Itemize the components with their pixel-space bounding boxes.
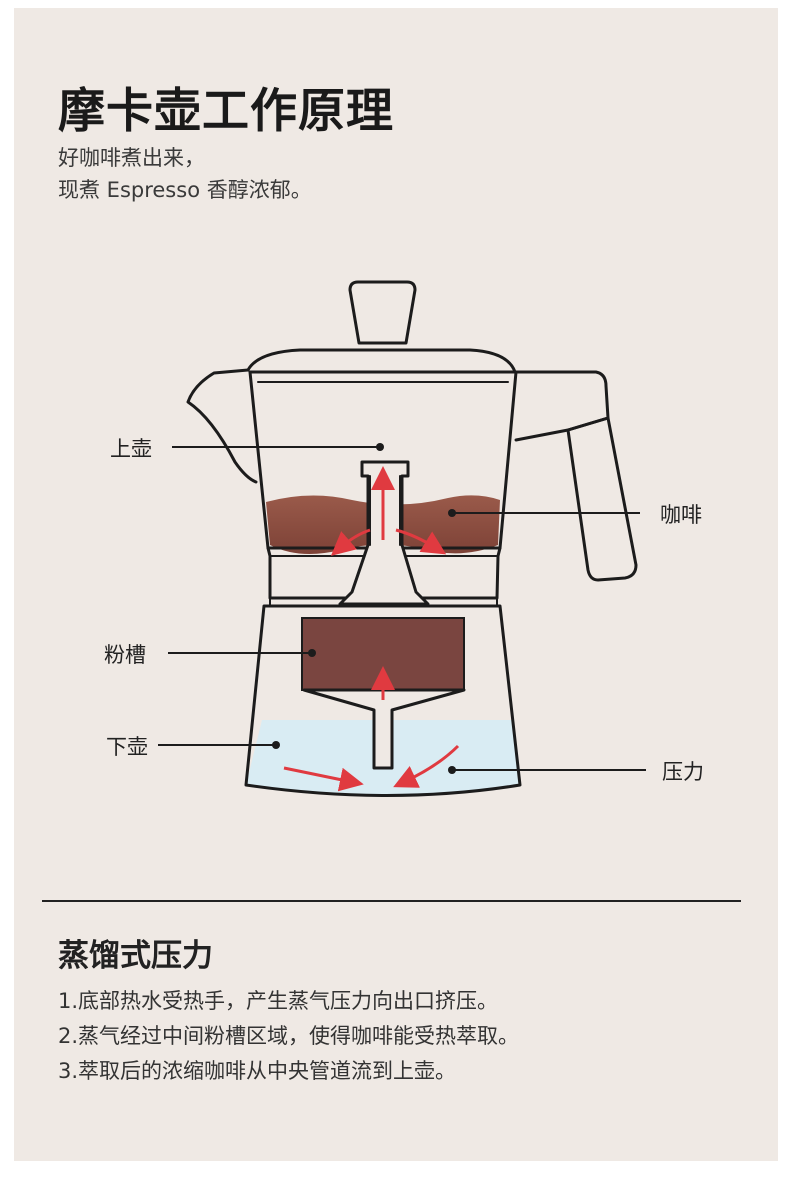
pressure-dot: [448, 766, 456, 774]
label-pressure: 压力: [662, 760, 704, 784]
subtitle-line-2: 现煮 Espresso 香醇浓郁。: [58, 178, 312, 202]
moka-pot-diagram: 上壶 咖啡 粉槽 下壶 压力: [104, 280, 704, 797]
label-coffee: 咖啡: [660, 503, 702, 527]
funnel: [302, 688, 466, 770]
lower-chamber: [244, 604, 522, 797]
label-grounds-basket: 粉槽: [104, 643, 146, 667]
section-divider: [42, 900, 741, 902]
label-upper-pot: 上壶: [110, 437, 152, 461]
upper-pot-dot: [376, 443, 384, 451]
subtitle-line-1: 好咖啡煮出来，: [58, 146, 205, 170]
step-item-1: 1.底部热水受热手，产生蒸气压力向出口挤压。: [58, 989, 499, 1013]
handle: [514, 370, 610, 442]
label-lower-pot: 下壶: [106, 735, 148, 759]
pressure-arrows: [283, 466, 460, 792]
lid: [246, 348, 517, 374]
lid-knob: [348, 280, 417, 345]
spout: [186, 368, 258, 484]
coffee-dot: [448, 509, 456, 517]
step-item-2: 2.蒸气经过中间粉槽区域，使得咖啡能受热萃取。: [58, 1024, 520, 1048]
page-title: 摩卡壶工作原理: [58, 84, 394, 139]
steps-heading: 蒸馏式压力: [58, 938, 213, 974]
grounds-dot: [308, 649, 316, 657]
step-item-3: 3.萃取后的浓缩咖啡从中央管道流到上壶。: [58, 1059, 457, 1083]
lower-pot-dot: [272, 741, 280, 749]
handle-grip: [566, 416, 638, 582]
